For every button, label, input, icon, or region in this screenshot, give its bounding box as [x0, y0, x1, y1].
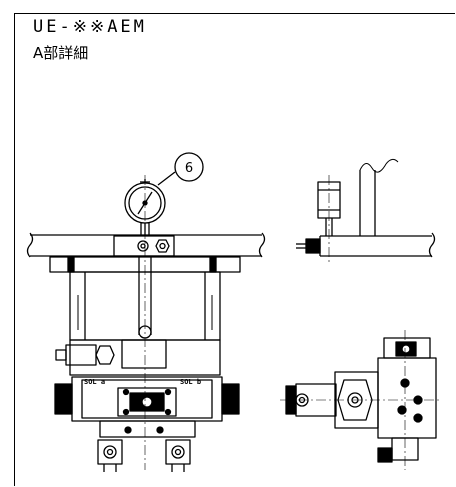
- callout-6: 6: [157, 152, 204, 186]
- plug-hex: [155, 239, 170, 253]
- side-plug: [305, 238, 321, 254]
- bottom-fitting-right: [165, 439, 191, 472]
- adapter-port-inner: [140, 243, 146, 249]
- detail-label: A部詳細: [33, 44, 89, 62]
- manifold-center: [121, 339, 167, 369]
- subplate: [99, 420, 196, 438]
- solenoid-b-coil-cap: [221, 383, 240, 415]
- sol-a-label: SOL a: [84, 378, 105, 386]
- bolt-right: [209, 256, 217, 273]
- gauge-adapter-block: [113, 235, 175, 257]
- front-view: 6: [26, 152, 266, 472]
- valve-body-side: [377, 357, 437, 439]
- side-view: [296, 158, 436, 265]
- solenoid-a-coil-cap: [54, 383, 73, 415]
- bolt-left: [67, 256, 75, 273]
- valve-side-view: [280, 330, 442, 470]
- model-code-title: UE-※※AEM: [33, 17, 147, 37]
- sol-b-label: SOL b: [180, 378, 201, 386]
- solenoid-valve: SOL a SOL b: [54, 376, 240, 422]
- callout-6-number: 6: [185, 161, 193, 176]
- adapter-port: [137, 240, 149, 252]
- drawing-frame: [14, 13, 455, 486]
- bottom-fitting-left: [97, 439, 123, 472]
- side-fitting-left-cap: [55, 349, 67, 361]
- hex-fitting-left: [95, 345, 115, 365]
